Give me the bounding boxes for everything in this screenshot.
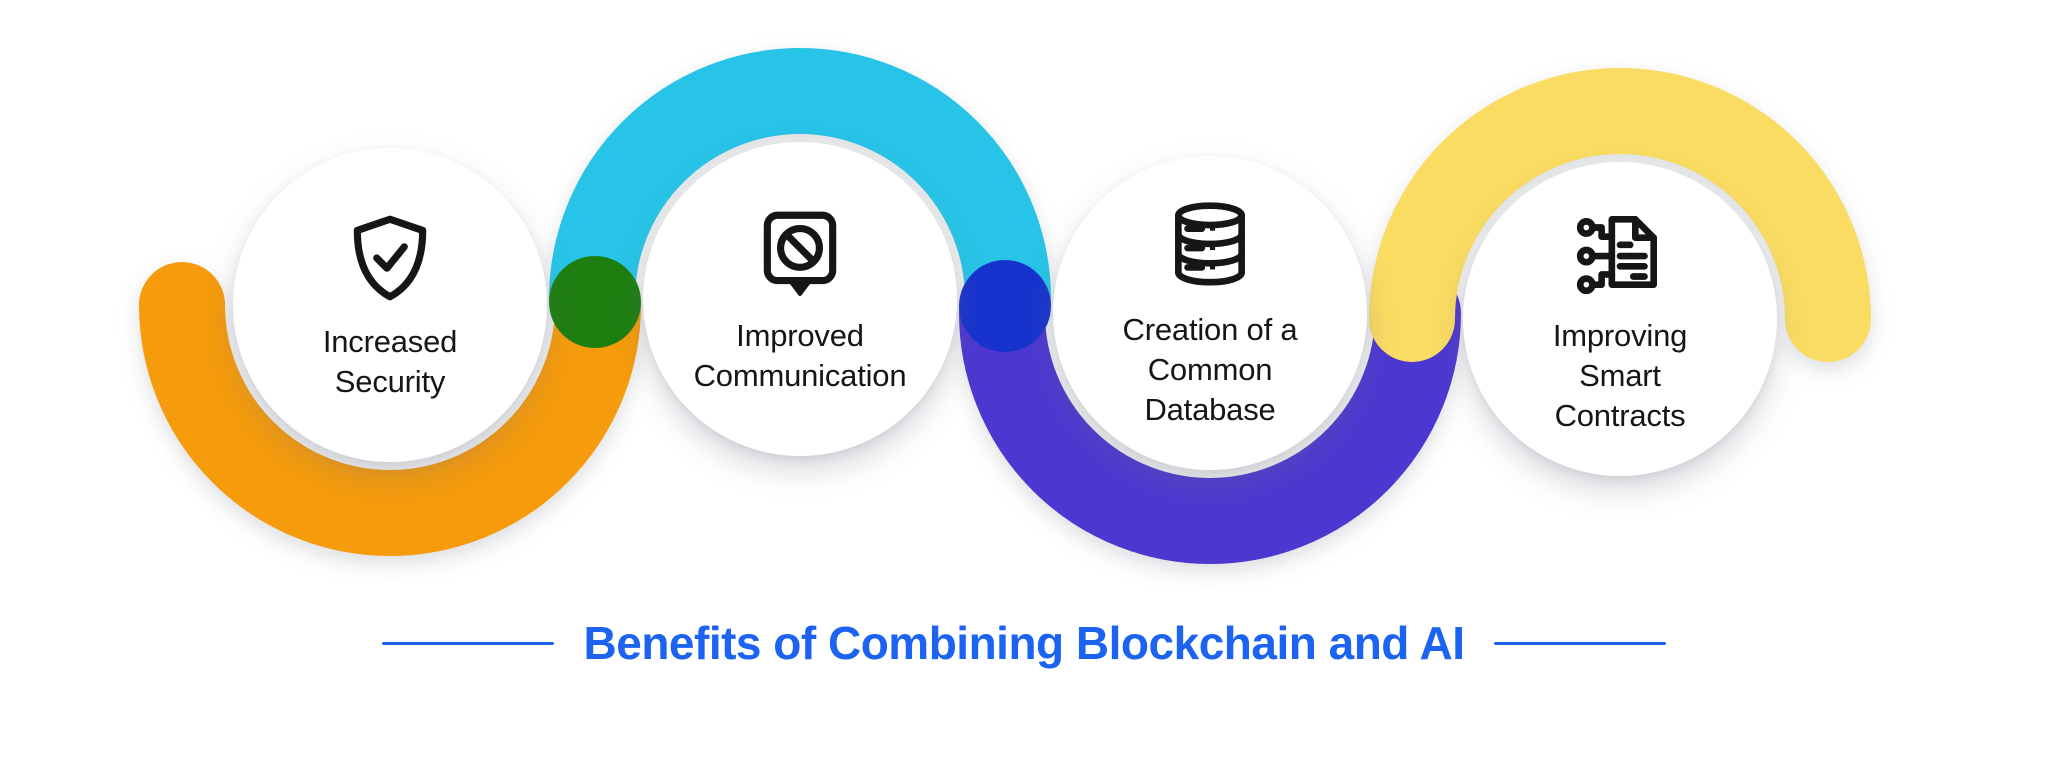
node-label: Improving Smart Contracts <box>1552 316 1688 436</box>
label-line: Communication <box>693 357 907 393</box>
node-label: Creation of a Common Database <box>1123 310 1298 430</box>
arc-increased-security <box>139 262 641 556</box>
label-line: Improved <box>736 317 864 353</box>
label-line: Smart <box>1579 357 1661 393</box>
label-line: Increased <box>322 323 458 359</box>
node-increased-security: Increased Security <box>233 148 547 462</box>
node-label: Improved Communication <box>694 316 907 396</box>
junction-dot-2 <box>959 260 1051 352</box>
smart-contract-icon <box>1571 203 1669 306</box>
node-creation-common-database: Creation of a Common Database <box>1053 156 1367 470</box>
node-label: Increased Security <box>322 322 458 402</box>
label-line: Security <box>334 363 446 399</box>
title-row: Benefits of Combining Blockchain and AI <box>0 616 2048 670</box>
label-line: Contracts <box>1554 397 1686 433</box>
title-rule-left <box>381 641 554 645</box>
arc-creation-common-database <box>959 270 1461 564</box>
blocked-message-icon <box>751 203 849 306</box>
node-improved-communication: Improved Communication <box>643 142 957 456</box>
label-line: Improving <box>1552 317 1688 353</box>
database-icon <box>1161 197 1259 300</box>
node-improving-smart-contracts: Improving Smart Contracts <box>1463 162 1777 476</box>
shield-check-icon <box>341 209 439 312</box>
label-line: Creation of a <box>1122 311 1298 347</box>
page-title: Benefits of Combining Blockchain and AI <box>583 617 1465 669</box>
arc-improving-smart-contracts <box>1369 68 1871 362</box>
label-line: Common <box>1147 351 1273 387</box>
junction-dot-1 <box>549 256 641 348</box>
title-rule-right <box>1494 641 1667 645</box>
label-line: Database <box>1144 391 1276 427</box>
arc-improved-communication <box>549 48 1051 342</box>
